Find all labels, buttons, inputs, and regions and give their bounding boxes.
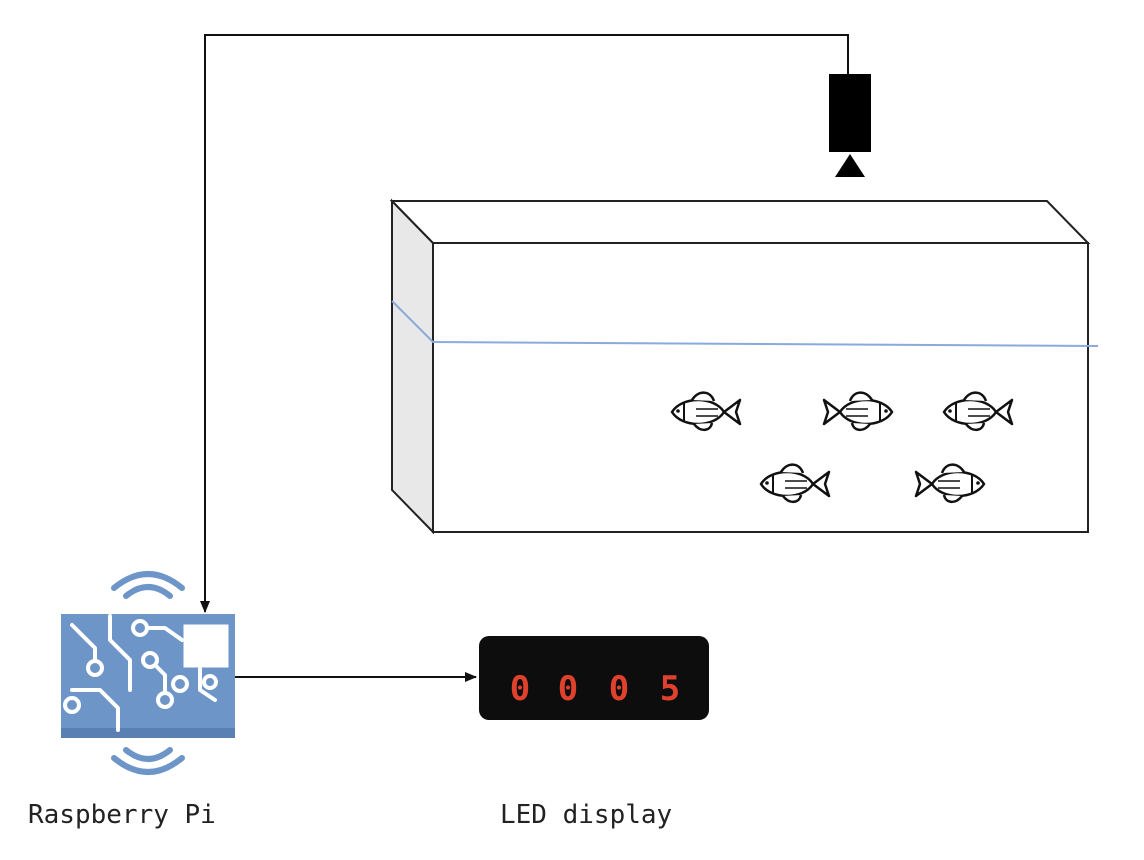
led-digit-3: 0 xyxy=(609,669,629,709)
tank-front xyxy=(432,242,1089,533)
led-display-label: LED display xyxy=(500,800,672,830)
circuit-board-icon xyxy=(61,571,235,775)
tank-left-side xyxy=(391,198,434,535)
led-display: 0 0 0 5 xyxy=(479,636,709,720)
led-digit-1: 0 xyxy=(510,669,530,709)
camera-icon xyxy=(829,74,871,177)
tank-top xyxy=(389,200,1091,244)
led-digit-2: 0 xyxy=(558,669,578,709)
camera-to-pi-wire xyxy=(200,34,849,613)
raspberry-pi-label: Raspberry Pi xyxy=(28,800,216,830)
water-line xyxy=(391,300,1099,347)
led-display-panel xyxy=(479,636,709,720)
aquarium-tank xyxy=(389,198,1099,535)
led-digit-4: 5 xyxy=(660,669,680,709)
